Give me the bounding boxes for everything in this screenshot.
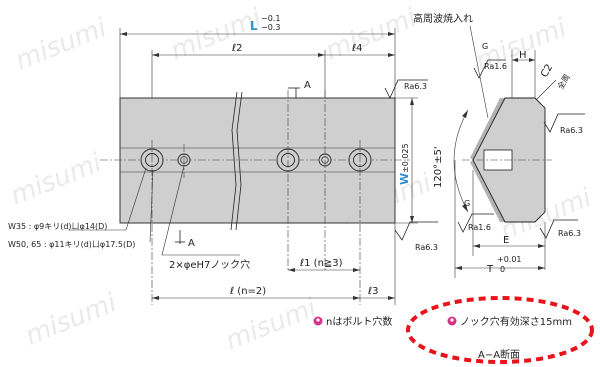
dim-l1-label: ℓ1 (n≧3) <box>300 258 343 269</box>
width-label: W <box>398 173 411 185</box>
section-mark-bottom: A <box>188 238 195 249</box>
watermark-text: misumi <box>166 3 266 67</box>
dim-t-label: T <box>486 264 494 275</box>
watermark-text: misumi <box>11 13 111 77</box>
roughness-symbol-top: Ra6.3 <box>384 79 428 99</box>
section-title: A−A断面 <box>478 348 520 361</box>
bolt-note-text: nはボルト穴数 <box>326 315 392 328</box>
roughness-symbol-section-bottom: G Ra1.6 <box>457 199 494 233</box>
dim-e-label: E <box>503 235 509 246</box>
roughness-top-section: Ra1.6 <box>484 62 507 71</box>
length-label: L <box>250 19 258 33</box>
roughness-top-label: Ra6.3 <box>404 82 427 91</box>
roughness-symbol-section-bottom-right: Ra6.3 <box>539 219 581 239</box>
roughness-g-top: G <box>482 42 488 51</box>
section-mark-top: A <box>304 80 311 91</box>
bolt-note: nはボルト穴数 <box>313 315 392 328</box>
watermark-text: misumi <box>321 3 421 67</box>
pin-depth-note: ノック穴有効深さ15mm <box>447 315 572 328</box>
roughness-symbol-section-right: Ra6.3 <box>543 113 585 135</box>
roughness-bottom-label: Ra6.3 <box>415 243 438 252</box>
highlight-ellipse <box>406 296 594 364</box>
roughness-g-bottom: G <box>464 199 470 208</box>
roughness-symbol-section-top: G Ra1.6 <box>473 42 507 79</box>
induction-label: 高周波焼入れ <box>413 12 473 25</box>
width-tol: ±0.025 <box>401 143 410 173</box>
hole-note-w35: W35 : φ9キリ(d)ㄩφ14(D) <box>8 222 107 231</box>
dim-l4-label: ℓ4 <box>352 43 363 54</box>
roughness-bottom-right-section: Ra6.3 <box>558 229 581 238</box>
dim-l-n2-label: ℓ (n=2) <box>230 286 266 297</box>
length-tol-lower: −0.3 <box>261 23 280 32</box>
pin-hole-note: 2×φeH7ノック穴 <box>169 258 250 271</box>
watermark-text: misumi <box>221 293 321 357</box>
roughness-bottom-section: Ra1.6 <box>468 223 491 232</box>
dim-h-label: H <box>519 50 527 61</box>
angle-label: 120°±5' <box>433 146 444 188</box>
length-tol-upper: −0.1 <box>261 14 280 23</box>
dim-t-tol-lower: 0 <box>500 265 505 274</box>
roughness-right-section: Ra6.3 <box>560 126 583 135</box>
pin-depth-note-text: ノック穴有効深さ15mm <box>460 315 572 328</box>
dim-t-tol-upper: +0.01 <box>497 255 522 264</box>
front-view: L −0.1 −0.3 ℓ2 ℓ4 A <box>8 14 438 305</box>
dim-l2-label: ℓ2 <box>232 43 243 54</box>
chamfer-note: 全周 <box>555 72 572 91</box>
section-view: 高周波焼入れ H C2 全周 G Ra1.6 Ra6.3 <box>413 12 585 278</box>
roughness-symbol-bottom: Ra6.3 <box>394 221 438 252</box>
chamfer-label: C2 <box>539 62 555 79</box>
watermark-text: misumi <box>6 148 106 212</box>
hole-note-w50: W50, 65 : φ11キリ(d)ㄩφ17.5(D) <box>8 240 135 249</box>
watermark-text: misumi <box>21 288 121 352</box>
notes-area: nはボルト穴数 ノック穴有効深さ15mm A−A断面 <box>313 296 594 364</box>
dim-l3-label: ℓ3 <box>368 286 379 297</box>
